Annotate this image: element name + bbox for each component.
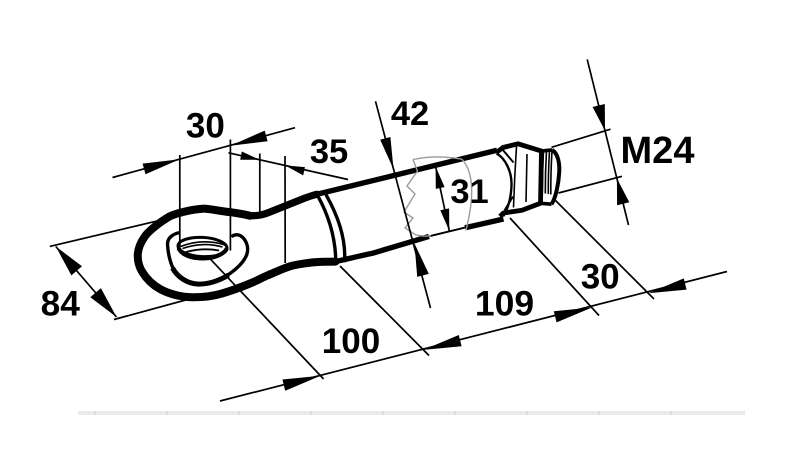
svg-text:M24: M24 (621, 130, 695, 172)
svg-text:31: 31 (450, 173, 488, 211)
svg-text:30: 30 (581, 257, 620, 296)
svg-text:100: 100 (322, 322, 380, 361)
svg-text:84: 84 (41, 284, 81, 323)
svg-text:30: 30 (186, 107, 225, 146)
svg-text:109: 109 (475, 284, 534, 324)
svg-text:35: 35 (310, 133, 348, 171)
svg-text:42: 42 (391, 95, 429, 133)
